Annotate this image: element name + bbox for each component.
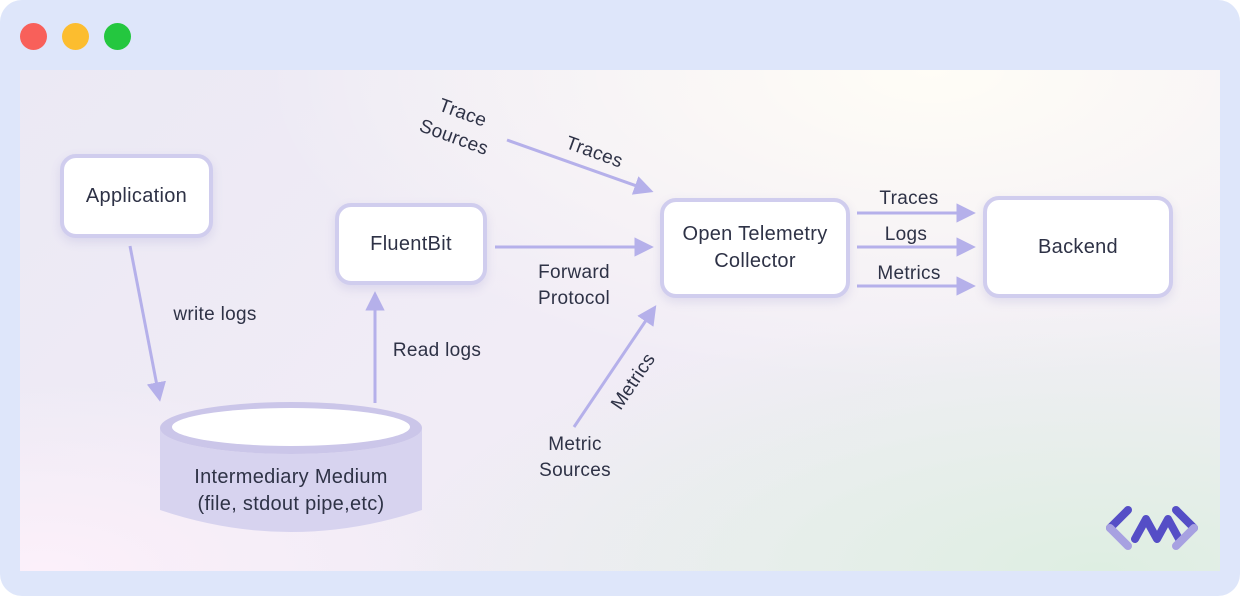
maximize-window-button[interactable] [104, 23, 131, 50]
edge-label-traces-out: Traces [879, 188, 939, 209]
arrow-write-logs [128, 245, 166, 402]
edge-label-metrics-in: Metrics [607, 349, 660, 414]
edge-label-traces-in: Traces [562, 132, 626, 173]
node-application-label: Application [85, 184, 188, 207]
window-titlebar [0, 0, 1240, 70]
label-trace-sources: Trace Sources [416, 95, 492, 160]
node-application: Application [60, 154, 213, 238]
edge-label-read-logs: Read logs [392, 340, 482, 361]
code-zigzag-logo-icon [1106, 506, 1198, 550]
database-cylinder-icon [160, 402, 422, 532]
node-open-telemetry-collector: Open Telemetry Collector [660, 198, 850, 298]
label-metric-sources: Metric Sources [539, 434, 611, 481]
edge-label-logs-out: Logs [884, 224, 928, 245]
minimize-window-button[interactable] [62, 23, 89, 50]
edge-label-write-logs: write logs [173, 304, 257, 325]
intermediary-medium-sublabel: (file, stdout pipe,etc) [197, 493, 385, 515]
node-backend-label: Backend [1038, 235, 1118, 258]
intermediary-medium-label: Intermediary Medium [194, 466, 388, 488]
node-collector-label: Open Telemetry Collector [682, 223, 828, 272]
node-fluentbit: FluentBit [335, 203, 487, 285]
edge-label-forward-protocol: Forward Protocol [537, 262, 611, 309]
close-window-button[interactable] [20, 23, 47, 50]
node-backend: Backend [983, 196, 1173, 298]
node-intermediary-medium: Intermediary Medium (file, stdout pipe,e… [194, 464, 388, 518]
node-fluentbit-label: FluentBit [370, 232, 452, 255]
edge-label-metrics-out: Metrics [877, 263, 941, 284]
